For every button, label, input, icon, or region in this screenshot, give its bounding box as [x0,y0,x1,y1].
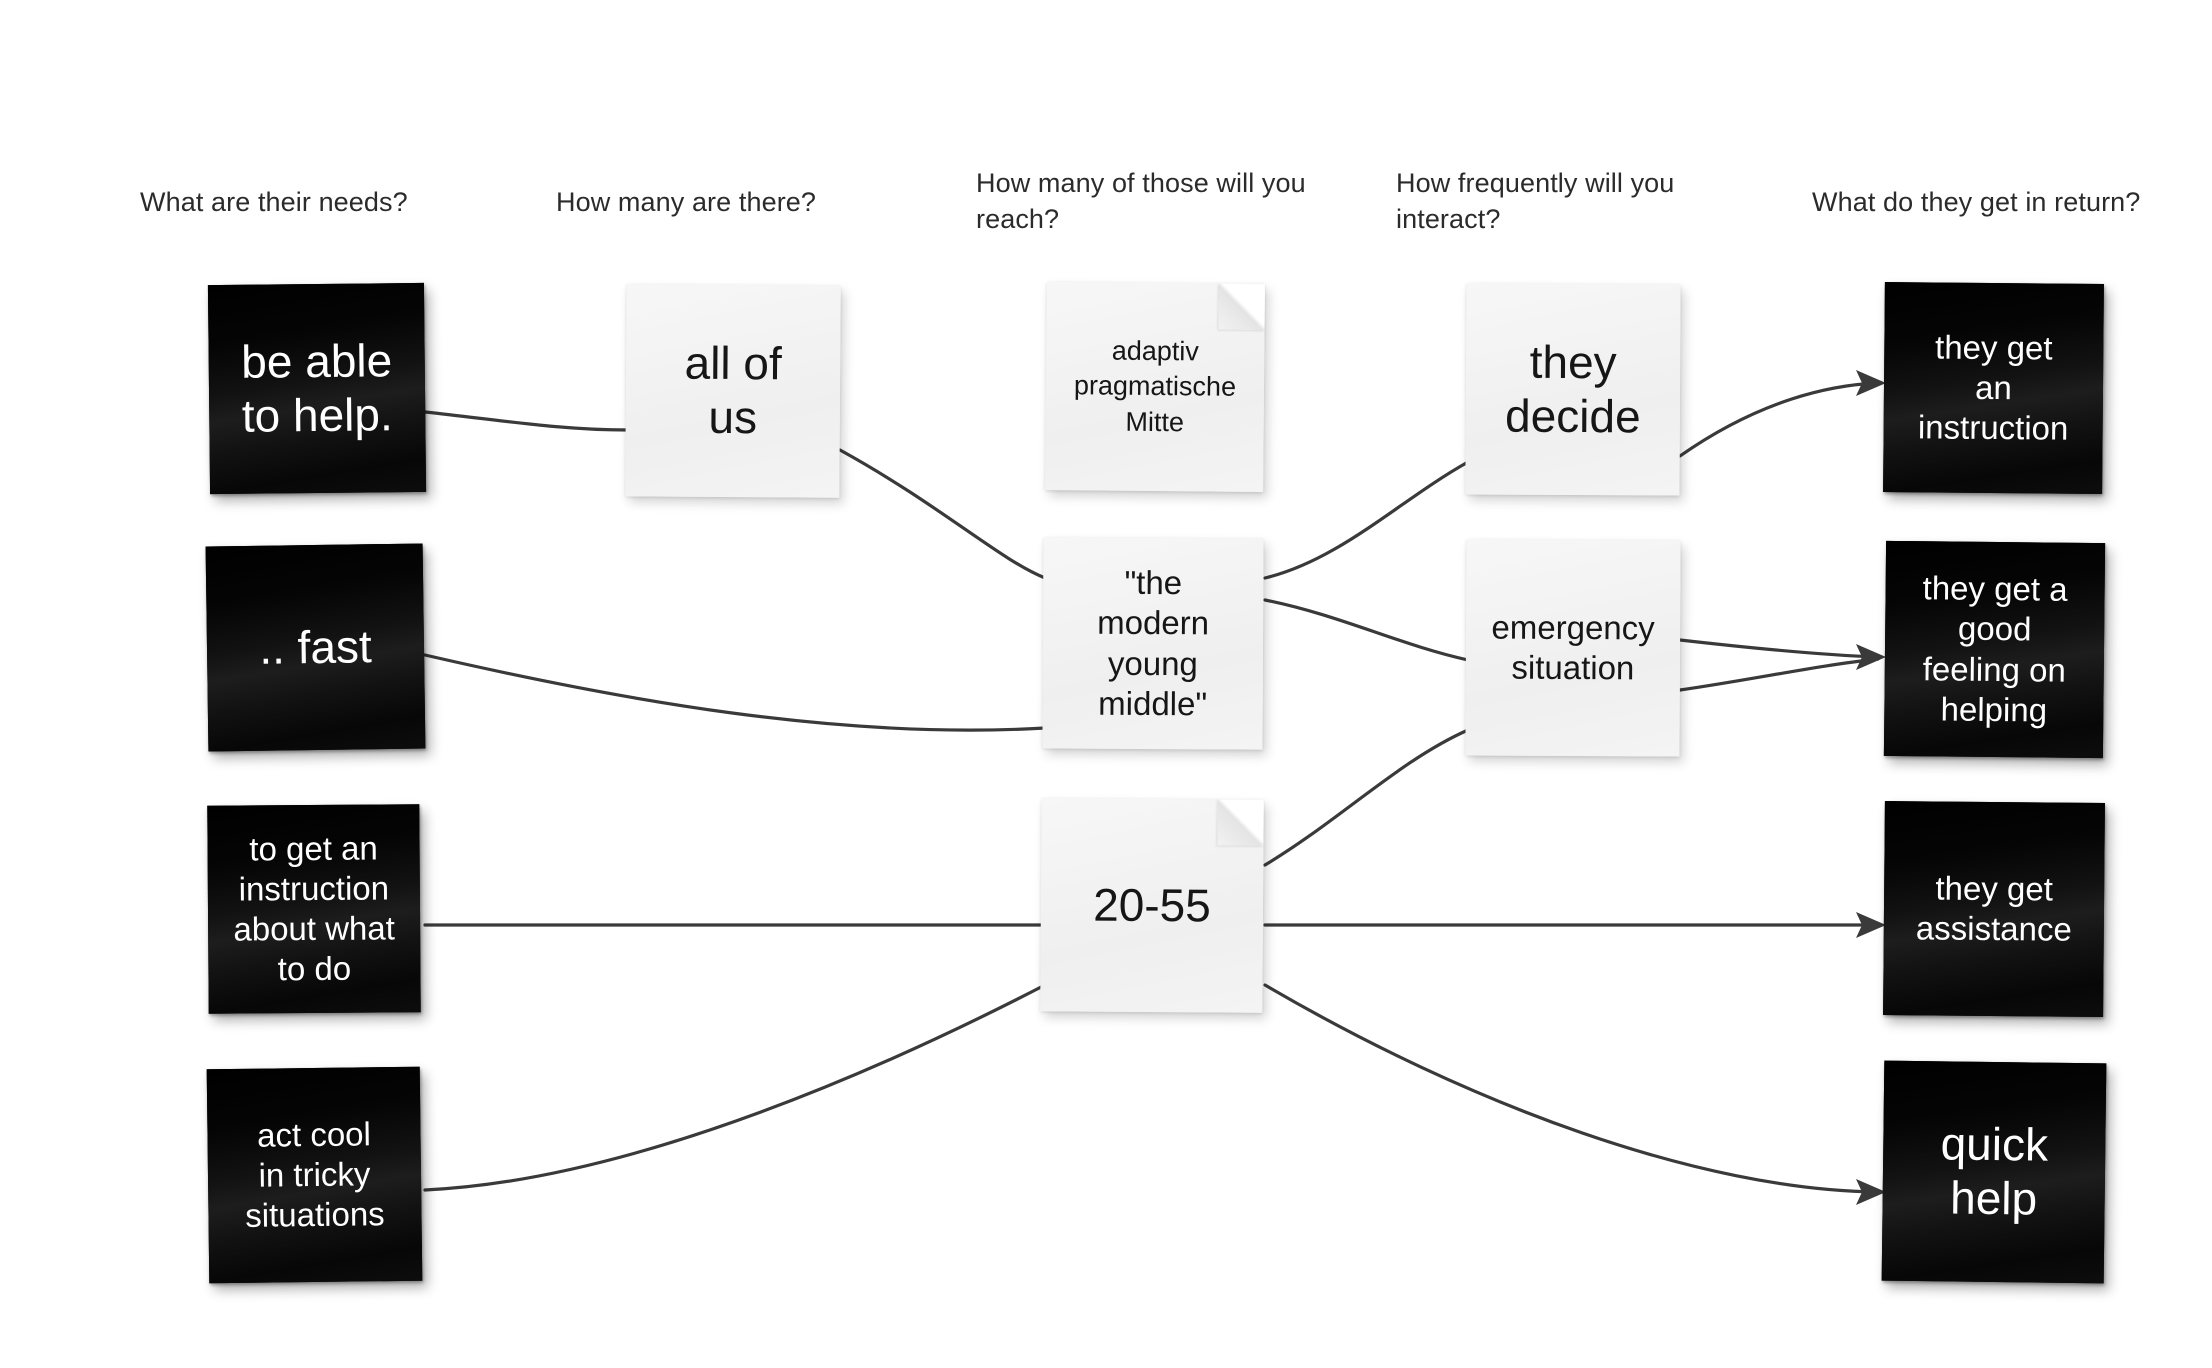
note-text: to get an instruction about what to do [233,829,395,988]
column-header-reach: How many of those will you reach? [976,168,1306,234]
note-to-get-an-instruction[interactable]: to get an instruction about what to do [207,804,421,1014]
note-text: be able to help. [240,333,393,442]
arrowhead-to-they-get-an-instruction [1856,370,1886,396]
note-modern-young-middle[interactable]: "the modern young middle" [1042,537,1264,750]
connector-actcool-to-2055 [423,983,1047,1192]
note-fast[interactable]: .. fast [205,543,426,752]
note-20-55[interactable]: 20-55 [1040,798,1264,1013]
connector-fast-to-middle [423,653,1047,732]
note-they-get-an-instruction[interactable]: they get an instruction [1883,282,2104,494]
note-text: they decide [1504,335,1641,442]
connector-allofus-to-middle [838,448,1047,580]
note-text: adaptiv pragmatische Mitte [1073,335,1237,437]
column-header-needs: What are their needs? [140,187,408,217]
column-header-howmany: How many are there? [556,187,817,217]
note-text: they get assistance [1915,869,2072,948]
connector-middle-to-emergency [1263,598,1470,662]
note-text: "the modern young middle" [1097,563,1210,723]
arrowhead-to-quick-help [1856,1179,1886,1205]
connector-emergency-to-goodfeeling-lower [1678,657,1880,692]
note-text: act cool in tricky situations [245,1114,385,1234]
note-text: all of us [684,336,782,444]
note-text: 20-55 [1092,878,1212,932]
note-text: they get a good feeling on helping [1922,569,2068,729]
note-text: quick help [1940,1117,2049,1225]
note-they-decide[interactable]: they decide [1465,283,1681,496]
column-header-frequency: How frequently will you interact? [1396,168,1675,234]
note-quick-help[interactable]: quick help [1881,1060,2107,1284]
connector-2055-to-emergency [1263,728,1470,867]
arrowhead-to-good-feeling-upper [1856,644,1886,670]
note-text: emergency situation [1491,608,1655,687]
note-text: .. fast [258,619,373,674]
note-they-get-assistance[interactable]: they get assistance [1883,801,2105,1017]
note-adaptiv-pragmatische-mitte[interactable]: adaptiv pragmatische Mitte [1045,282,1265,492]
note-good-feeling-on-helping[interactable]: they get a good feeling on helping [1883,540,2106,759]
column-header-return: What do they get in return? [1812,187,2141,217]
note-text: they get an instruction [1917,328,2069,447]
connector-theydecide-to-instruction [1678,381,1880,458]
note-emergency-situation[interactable]: emergency situation [1465,539,1681,757]
note-all-of-us[interactable]: all of us [625,284,841,498]
connector-2055-to-quickhelp [1263,983,1880,1194]
connector-needs1-to-allofus [423,410,630,432]
arrowhead-to-they-get-assistance [1856,912,1886,938]
connector-middle-to-theydecide [1263,460,1470,580]
note-act-cool-in-tricky-situations[interactable]: act cool in tricky situations [206,1066,423,1284]
connector-emergency-to-goodfeeling-upper [1678,638,1880,659]
note-be-able-to-help[interactable]: be able to help. [207,282,427,495]
